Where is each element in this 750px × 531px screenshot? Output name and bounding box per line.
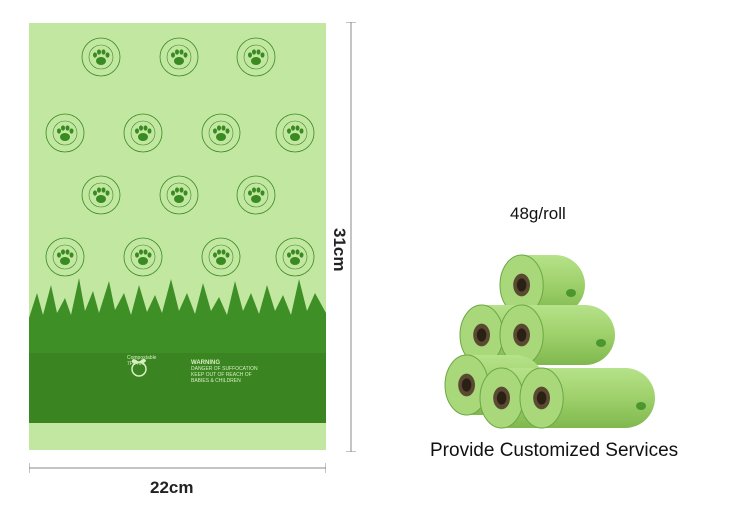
height-dimension-line [346, 22, 356, 452]
paw-stamp [43, 235, 87, 279]
width-dimension-line [29, 463, 326, 473]
logo-code: 7P0466 [127, 361, 145, 367]
bag-roll [499, 254, 585, 316]
paw-stamp [199, 111, 243, 155]
paw-stamp [273, 111, 317, 155]
paw-stamp [157, 35, 201, 79]
paw-stamp [199, 235, 243, 279]
warning-title: WARNING [191, 360, 220, 366]
logo-text: Compostable [127, 355, 157, 361]
bag-front: Compostable 7P0466 WARNING DANGER OF SUF… [29, 23, 326, 450]
paw-stamp [79, 173, 123, 217]
service-caption: Provide Customized Services [430, 440, 679, 461]
paw-stamp [273, 235, 317, 279]
sprout-icon [131, 358, 147, 377]
paw-stamp [234, 35, 278, 79]
paw-stamp [43, 111, 87, 155]
height-label: 31cm [330, 228, 349, 272]
warning-block: WARNING DANGER OF SUFFOCATION KEEP OUT O… [191, 360, 258, 384]
paw-stamp [79, 35, 123, 79]
weight-label: 48g/roll [510, 204, 566, 223]
bag-roll [499, 304, 615, 366]
warning-line-3: BABIES & CHILDREN [191, 378, 241, 384]
width-label: 22cm [150, 478, 194, 497]
bag-roll [519, 367, 655, 429]
paw-stamp [121, 235, 165, 279]
warning-line-1: DANGER OF SUFFOCATION [191, 366, 258, 372]
grass-print [29, 278, 326, 423]
warning-line-2: KEEP OUT OF REACH OF [191, 372, 252, 378]
paw-stamp [234, 173, 278, 217]
paw-stamp [121, 111, 165, 155]
roll-stack [444, 254, 655, 429]
logo: Compostable 7P0466 [127, 355, 157, 377]
paw-stamp [157, 173, 201, 217]
